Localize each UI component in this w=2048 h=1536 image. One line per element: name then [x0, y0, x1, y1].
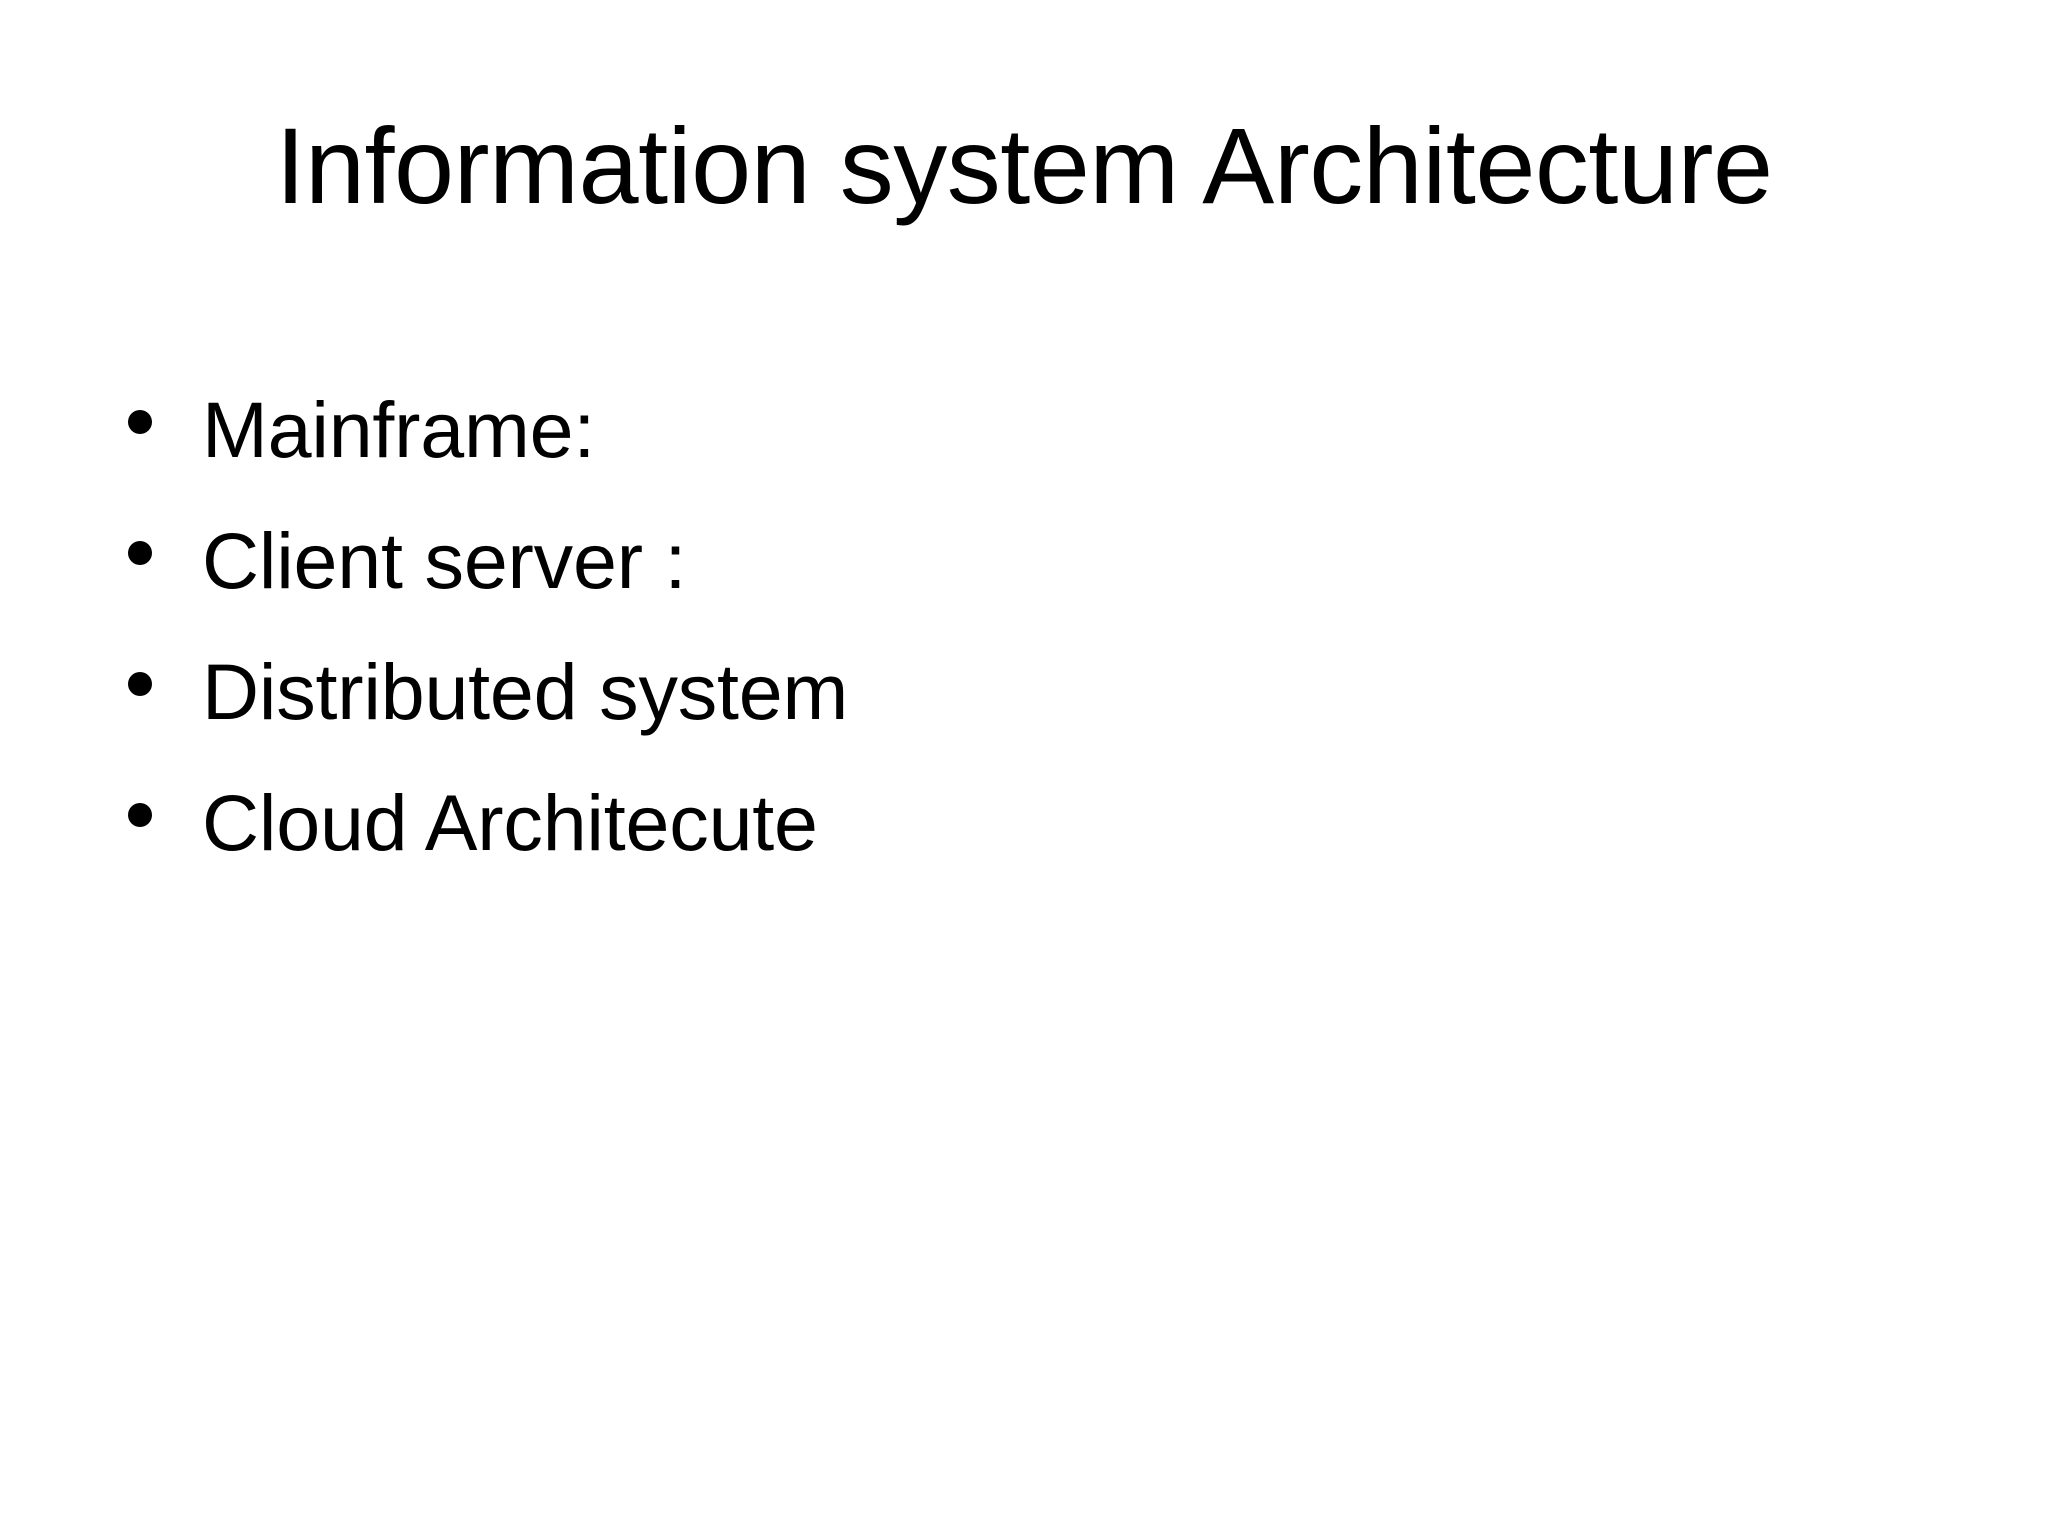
list-item[interactable]: Mainframe: [120, 372, 1940, 503]
slide-empty-space [120, 900, 1940, 1420]
bullet-dot-icon [120, 372, 202, 434]
list-item[interactable]: Distributed system [120, 634, 1940, 765]
list-item-label: Client server : [202, 516, 687, 605]
slide-title-placeholder[interactable]: Information system Architecture [120, 105, 1928, 226]
slide-body-placeholder[interactable]: Mainframe: Client server : Distributed s… [120, 372, 1940, 896]
list-item-label: Cloud Architecute [202, 778, 818, 867]
list-item-label: Distributed system [202, 647, 849, 736]
bullet-dot-icon [120, 765, 202, 827]
bullet-dot-icon [120, 634, 202, 696]
list-item-label: Mainframe: [202, 385, 596, 474]
page-title: Information system Architecture [275, 105, 1773, 226]
bullet-dot-icon [120, 503, 202, 565]
list-item[interactable]: Client server : [120, 503, 1940, 634]
bullet-list: Mainframe: Client server : Distributed s… [120, 372, 1940, 896]
list-item[interactable]: Cloud Architecute [120, 765, 1940, 896]
